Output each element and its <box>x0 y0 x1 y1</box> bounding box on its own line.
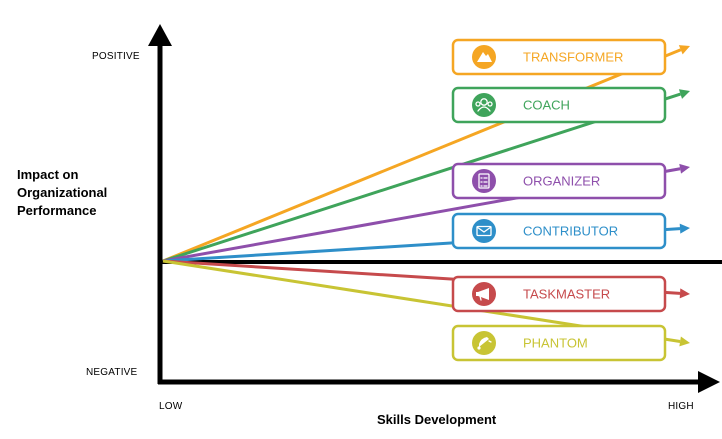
y-axis-title-line3: Performance <box>17 203 97 218</box>
y-axis-title-line1: Impact on <box>17 167 79 182</box>
phantom-box: PHANTOM <box>451 324 667 362</box>
mail-icon <box>476 225 492 237</box>
contributor-icon-badge <box>472 219 496 243</box>
organizer-box-frame <box>451 162 667 200</box>
coach-box-frame <box>451 86 667 124</box>
transformer-box: TRANSFORMER <box>451 38 667 76</box>
organizer-ray-arrowhead <box>679 163 690 174</box>
x-axis-left-label: LOW <box>159 401 183 412</box>
transformer-ray <box>162 48 682 263</box>
checklist-icon <box>478 173 490 189</box>
taskmaster-ray-arrowhead <box>679 288 690 299</box>
y-axis-bottom-label: NEGATIVE <box>86 367 138 378</box>
contributor-box: CONTRIBUTOR <box>451 212 667 250</box>
transformer-box-frame <box>451 38 667 76</box>
organizer-label: ORGANIZER <box>523 174 600 189</box>
coach-label: COACH <box>523 98 570 113</box>
phantom-ray-arrowhead <box>679 336 690 347</box>
group-icon <box>475 98 493 112</box>
megaphone-icon <box>476 288 489 301</box>
phantom-box-frame <box>451 324 667 362</box>
y-axis-title-line2: Organizational <box>17 185 108 200</box>
contributor-label: CONTRIBUTOR <box>523 224 618 239</box>
bell-icon <box>477 337 492 350</box>
contributor-ray-arrowhead <box>679 223 690 234</box>
taskmaster-label: TASKMASTER <box>523 287 610 302</box>
mountain-icon <box>477 52 492 62</box>
organizer-box: ORGANIZER <box>451 162 667 200</box>
transformer-ray-arrowhead <box>678 45 690 55</box>
coach-ray-arrowhead <box>678 89 690 99</box>
y-axis-top-label: POSITIVE <box>92 51 140 62</box>
role-boxes: TRANSFORMER COACH ORGANIZER CONTRIBUTOR TASK… <box>451 38 667 362</box>
y-axis-arrowhead <box>148 24 172 46</box>
x-axis-right-label: HIGH <box>668 401 694 412</box>
x-axis-title: Skills Development <box>377 412 497 427</box>
coach-box: COACH <box>451 86 667 124</box>
y-axis-title: Impact on Organizational Performance <box>17 166 107 220</box>
taskmaster-box-frame <box>451 275 667 313</box>
taskmaster-box: TASKMASTER <box>451 275 667 313</box>
phantom-label: PHANTOM <box>523 336 588 351</box>
contributor-box-frame <box>451 212 667 250</box>
transformer-label: TRANSFORMER <box>523 50 623 65</box>
organizer-icon-badge <box>472 169 496 193</box>
x-axis-arrowhead <box>698 371 720 393</box>
